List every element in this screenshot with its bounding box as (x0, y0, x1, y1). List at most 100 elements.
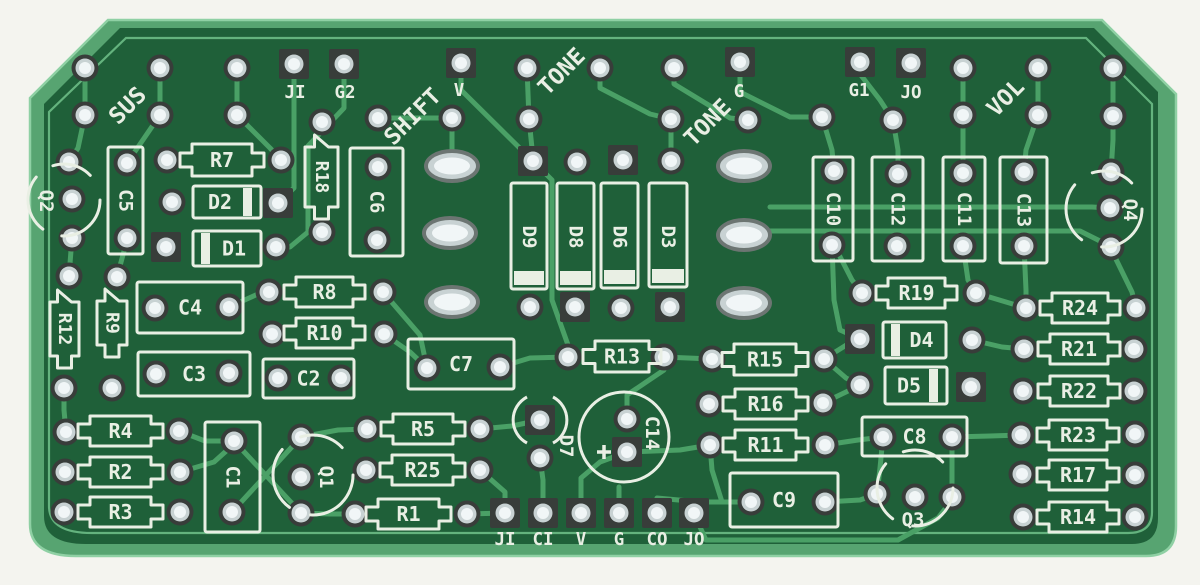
component-D2: D2 (191, 184, 263, 220)
diode-arc-right (552, 395, 569, 445)
component-label: D4 (909, 328, 933, 352)
oval-core (726, 294, 762, 312)
pad-round (1012, 294, 1040, 322)
pad-core (455, 57, 467, 69)
pad-round (55, 148, 83, 176)
pad-core (1020, 302, 1032, 314)
diode-outline (599, 181, 640, 290)
pad-round (811, 431, 839, 459)
pad-round (938, 423, 966, 451)
pad-core (665, 155, 677, 167)
component-C13: C13 (998, 155, 1049, 265)
capacitor-outline (135, 280, 245, 335)
pad-core (1016, 468, 1028, 480)
pad-round (613, 405, 641, 433)
pad-core (295, 471, 307, 483)
pad-core (121, 157, 133, 169)
component-label: R7 (210, 148, 234, 172)
pad-core (1018, 343, 1030, 355)
pin-label-g1: G1 (848, 81, 869, 101)
component-label: R18 (311, 161, 332, 194)
component-R24: R24 (1038, 291, 1122, 325)
capacitor-outline (860, 415, 969, 458)
component-label: R22 (1061, 379, 1097, 403)
pad-core (361, 423, 373, 435)
component-label: C4 (178, 296, 202, 320)
pad-square (896, 48, 926, 78)
pad-core (817, 397, 829, 409)
component-label: C8 (902, 425, 926, 449)
component-label: R13 (604, 345, 640, 369)
pad-oval (424, 285, 480, 319)
component-label: R25 (404, 458, 440, 482)
pad-round (513, 54, 541, 82)
resistor-outline (48, 288, 81, 370)
pad-core (742, 114, 754, 126)
pad-round (141, 294, 169, 322)
capacitor-outline (136, 350, 252, 398)
pad-core (957, 167, 969, 179)
capacitor-outline (941, 155, 987, 263)
pad-core (957, 240, 969, 252)
component-D9: D9 (509, 181, 549, 291)
pad-round (258, 320, 286, 348)
pad-square (604, 498, 634, 528)
pad-round (52, 418, 80, 446)
component-label: R10 (306, 321, 342, 345)
pad-core (149, 302, 161, 314)
pad-round (413, 354, 441, 382)
component-R12: R12 (48, 288, 81, 370)
diode-outline (883, 365, 949, 406)
pad-core (688, 507, 700, 519)
pad-core (1018, 166, 1030, 178)
pad-core (1107, 62, 1119, 74)
capacitor-outline (106, 145, 145, 256)
pad-oval (716, 218, 772, 252)
pad-core (734, 56, 746, 68)
pad-round (1024, 54, 1052, 82)
resistor-outline (1038, 291, 1122, 325)
component-label: D6 (609, 226, 631, 249)
component-label: D7 (555, 435, 577, 458)
pad-core (316, 226, 328, 238)
pad-core (891, 240, 903, 252)
component-label: Q4 (1119, 199, 1141, 222)
pad-round (166, 458, 194, 486)
pad-round (262, 233, 290, 261)
component-C2: C2 (261, 357, 356, 400)
pad-core (613, 507, 625, 519)
component-label: R1 (396, 502, 420, 526)
pad-core (272, 197, 284, 209)
pad-core (1130, 302, 1142, 314)
pad-round (218, 498, 246, 526)
resistor-outline (1035, 418, 1121, 452)
component-D3: D3 (647, 181, 689, 289)
pad-round (51, 458, 79, 486)
component-label: R5 (411, 417, 435, 441)
pad-core (231, 62, 243, 74)
pad-round (607, 294, 635, 322)
resistor-outline (720, 342, 810, 377)
capacitor-outline (998, 155, 1049, 265)
pad-round (958, 326, 986, 354)
pad-core (523, 113, 535, 125)
component-R4: R4 (76, 414, 165, 448)
pad-round (1008, 460, 1036, 488)
resistor-outline (178, 142, 266, 178)
pad-core (266, 328, 278, 340)
pad-round (146, 101, 174, 129)
component-label: C12 (887, 192, 909, 226)
pad-core (335, 372, 347, 384)
pad-square (525, 405, 555, 435)
pad-round (1009, 377, 1037, 405)
pad-round (103, 263, 131, 291)
component-R18: R18 (303, 133, 340, 221)
pad-core (58, 506, 70, 518)
pad-round (515, 105, 543, 133)
pad-core (818, 353, 830, 365)
component-C7: C7 (406, 337, 516, 391)
component-D5: D5 (883, 365, 949, 406)
pad-round (695, 390, 723, 418)
pad-core (275, 154, 287, 166)
pad-core (970, 287, 982, 299)
